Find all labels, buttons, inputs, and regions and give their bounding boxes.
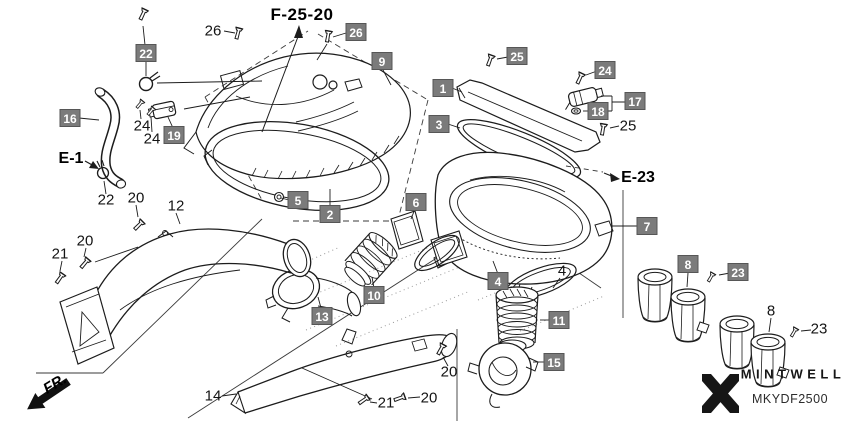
callout-label-22: 22	[97, 191, 115, 209]
e1-arrow	[84, 160, 99, 169]
part-duct-14	[230, 328, 458, 415]
e23-arrow	[603, 172, 620, 182]
ref-label-e1: E-1	[58, 150, 84, 167]
callout-box-4[interactable]: 4	[487, 272, 509, 290]
part-duct-12	[59, 228, 312, 365]
part-panel-6	[390, 210, 468, 267]
callout-box-5[interactable]: 5	[287, 191, 309, 209]
part-cover-assembly-9	[183, 52, 411, 180]
callout-label-25: 25	[619, 117, 637, 135]
callout-box-16[interactable]: 16	[59, 109, 81, 127]
part-joint-15	[467, 339, 539, 408]
callout-label-20: 20	[420, 389, 438, 407]
title-arrow	[261, 25, 303, 133]
front-direction-label: FR.	[40, 370, 70, 398]
ref-label-e23: E-23	[621, 169, 655, 186]
callout-box-26[interactable]: 26	[345, 23, 367, 41]
part-gasket-4a	[414, 234, 460, 272]
part-cover-1	[456, 79, 601, 153]
hose-clamp-22-upper	[138, 71, 161, 92]
callout-box-7[interactable]: 7	[636, 217, 658, 235]
callout-label-20: 20	[127, 189, 145, 207]
part-grommet-5	[273, 191, 285, 203]
brand-name: MINTWELL	[740, 366, 842, 382]
callout-box-15[interactable]: 15	[543, 353, 565, 371]
callout-label-20: 20	[440, 363, 458, 381]
callout-label-23: 23	[810, 320, 828, 338]
part-iat-sensor-17	[565, 87, 604, 110]
callout-box-17[interactable]: 17	[624, 92, 646, 110]
callout-box-8[interactable]: 8	[677, 255, 699, 273]
callout-box-22[interactable]: 22	[135, 44, 157, 62]
callout-box-19[interactable]: 19	[163, 126, 185, 144]
callout-label-4: 4	[557, 262, 567, 280]
diagram-title: F-25-20	[270, 5, 334, 24]
brand-logo-icon	[702, 374, 739, 413]
callout-label-20: 20	[76, 232, 94, 250]
callout-box-11[interactable]: 11	[548, 311, 570, 329]
callout-box-9[interactable]: 9	[371, 52, 393, 70]
callout-label-14: 14	[204, 387, 222, 405]
callout-box-13[interactable]: 13	[311, 307, 333, 325]
callout-box-24[interactable]: 24	[594, 61, 616, 79]
callout-box-23[interactable]: 23	[727, 263, 749, 281]
callout-box-6[interactable]: 6	[405, 193, 427, 211]
part-code: MKYDF2500	[751, 392, 829, 406]
callout-label-8: 8	[766, 302, 776, 320]
callout-label-12: 12	[167, 197, 185, 215]
callout-box-3[interactable]: 3	[428, 115, 450, 133]
callout-box-2[interactable]: 2	[319, 205, 341, 223]
fr-arrow-icon	[27, 378, 71, 410]
leader-lines	[59, 25, 812, 404]
callout-label-26: 26	[204, 22, 222, 40]
hose-clamp-22-lower	[96, 159, 110, 180]
part-oring-18	[570, 107, 582, 115]
part-corrugated-tube-10	[344, 232, 398, 287]
callout-box-10[interactable]: 10	[363, 286, 385, 304]
callout-box-1[interactable]: 1	[432, 79, 454, 97]
callout-label-21: 21	[377, 394, 395, 412]
callout-box-25[interactable]: 25	[506, 47, 528, 65]
part-case-7	[433, 151, 614, 300]
callout-box-18[interactable]: 18	[587, 102, 609, 120]
part-intake-tube-16	[94, 87, 127, 189]
part-funnels-8	[637, 268, 790, 388]
callout-label-21: 21	[51, 245, 69, 263]
callout-label-24: 24	[143, 130, 161, 148]
callout-label-24: 24	[133, 117, 151, 135]
part-duct-13	[265, 268, 362, 323]
